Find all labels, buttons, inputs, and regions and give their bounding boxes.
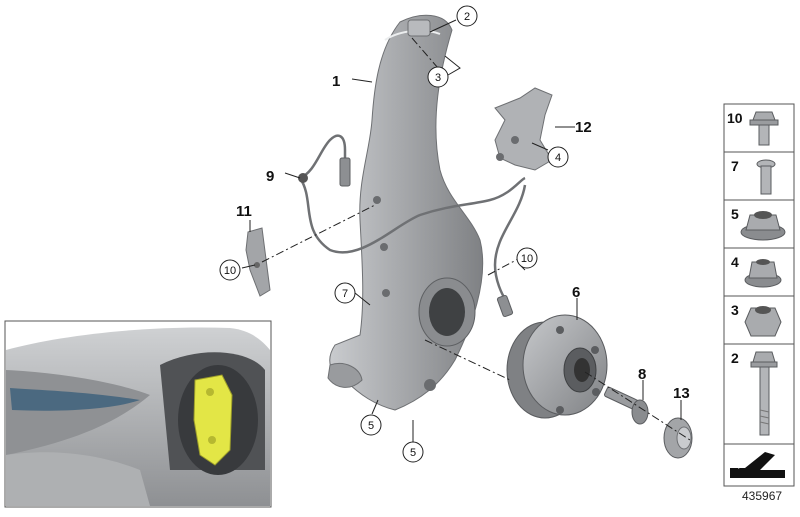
hub-cap xyxy=(663,417,693,459)
callout-11: 11 xyxy=(236,203,252,220)
callout-10-left: 10 xyxy=(219,259,241,281)
direction-arrow-icon xyxy=(730,451,785,478)
svg-text:4: 4 xyxy=(555,152,561,164)
legend-num-5: 5 xyxy=(731,206,739,222)
svg-text:5: 5 xyxy=(410,447,416,459)
svg-text:10: 10 xyxy=(521,253,533,265)
legend-num-3: 3 xyxy=(731,302,739,318)
svg-text:7: 7 xyxy=(342,288,348,300)
bracket-part-11 xyxy=(245,227,271,297)
callout-2: 2 xyxy=(456,5,478,27)
callout-8: 8 xyxy=(638,366,646,383)
diagram-id: 435967 xyxy=(742,489,783,503)
flange-nut-icon xyxy=(744,259,782,288)
legend-num-10: 10 xyxy=(727,110,743,126)
callout-1: 1 xyxy=(332,73,340,90)
callout-12: 12 xyxy=(575,119,592,136)
callout-7: 7 xyxy=(334,282,356,304)
callout-6: 6 xyxy=(572,284,580,301)
svg-text:3: 3 xyxy=(435,72,441,84)
long-bolt-icon xyxy=(750,351,778,436)
wheel-speed-sensor-cable xyxy=(298,134,527,318)
bolt-torx-icon xyxy=(756,159,776,195)
svg-text:2: 2 xyxy=(464,11,470,23)
assembly-lines xyxy=(261,37,691,441)
hex-nut-icon xyxy=(744,306,782,337)
steering-knuckle xyxy=(327,14,484,411)
callout-10-right: 10 xyxy=(516,247,538,269)
callout-9: 9 xyxy=(266,168,274,185)
legend-num-4: 4 xyxy=(731,254,739,270)
callout-13: 13 xyxy=(673,385,690,402)
wheel-hub-bearing xyxy=(506,314,608,419)
bracket-part-12 xyxy=(494,87,553,171)
svg-text:5: 5 xyxy=(368,420,374,432)
axle-collar-bolt xyxy=(604,386,649,425)
callout-5-lower: 5 xyxy=(402,441,424,463)
collar-nut-icon xyxy=(740,211,786,241)
legend-num-7: 7 xyxy=(731,158,739,174)
callout-3: 3 xyxy=(427,66,449,88)
callout-4: 4 xyxy=(547,146,569,168)
fastener-legend xyxy=(723,103,795,487)
bolt-flange-icon xyxy=(749,111,779,146)
legend-num-2: 2 xyxy=(731,350,739,366)
leader-lines xyxy=(241,19,682,443)
vehicle-inset xyxy=(4,320,272,508)
brake-caliper-highlight xyxy=(193,374,233,466)
svg-text:10: 10 xyxy=(224,265,236,277)
callout-5-upper: 5 xyxy=(360,414,382,436)
